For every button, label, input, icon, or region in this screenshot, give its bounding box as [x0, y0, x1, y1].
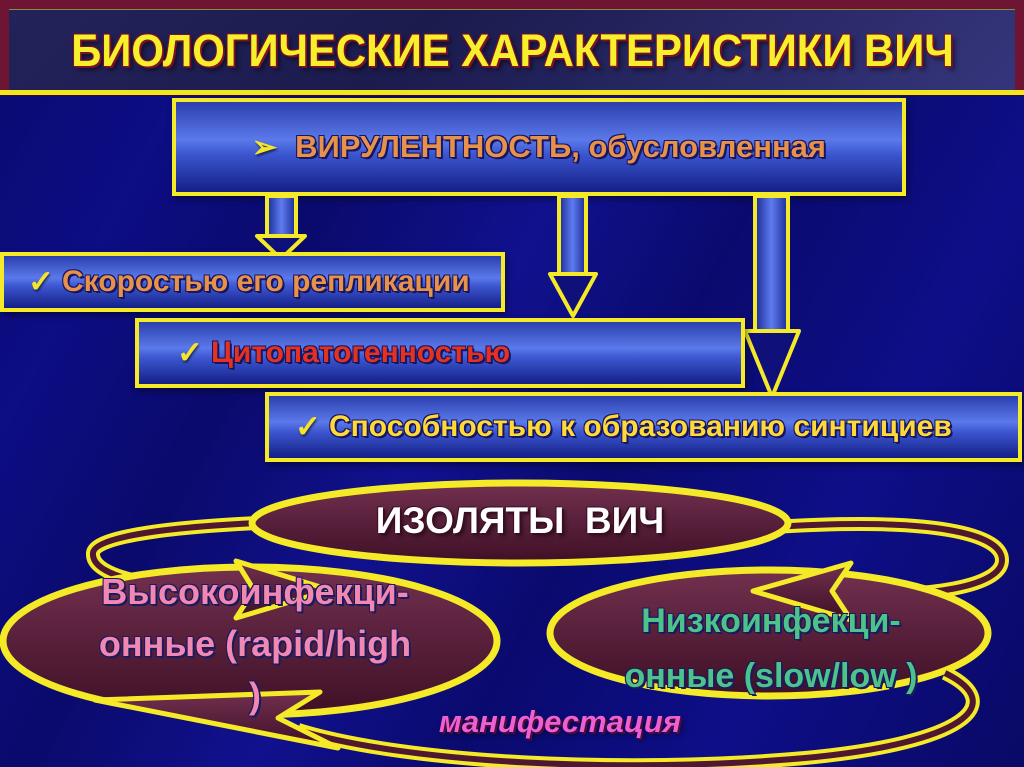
check-icon: ✓: [177, 335, 203, 370]
high-infectious-line2: онные (rapid/high: [98, 623, 412, 664]
factor-box-cytopathogenicity: ✓ Цитопатогенностью: [135, 318, 745, 388]
title-divider: [0, 90, 1024, 95]
high-infectious-line1: Высокоинфекци-: [101, 571, 409, 612]
virulence-label: ВИРУЛЕНТНОСТЬ, обусловленная: [295, 129, 827, 164]
factor-label-cytopathogenicity: Цитопатогенностью: [210, 336, 511, 369]
title-bar: БИОЛОГИЧЕСКИЕ ХАРАКТЕРИСТИКИ ВИЧ: [9, 9, 1015, 91]
low-infectious-label: Низкоинфекци- онные (slow/low ): [553, 594, 989, 704]
low-infectious-line2: онные (slow/low ): [624, 657, 918, 695]
factor-label-replication: Скоростью его репликации: [61, 265, 470, 298]
factor-label-syncytia: Способностью к образованию синтициев: [328, 410, 952, 443]
check-icon: ✓: [295, 409, 321, 444]
connector-arrow-3: [743, 194, 801, 399]
arrow-bullet-icon: ➢: [251, 130, 278, 164]
factor-box-replication: ✓ Скоростью его репликации: [0, 252, 505, 312]
slide-frame-right: [1015, 0, 1024, 90]
connector-arrow-2: [548, 194, 598, 318]
slide-frame-top: [0, 0, 1024, 9]
low-infectious-line1: Низкоинфекци-: [641, 602, 901, 640]
virulence-box: ➢ ВИРУЛЕНТНОСТЬ, обусловленная: [172, 98, 906, 196]
cycle-arrow-right-band: [774, 517, 1010, 602]
high-infectious-label: Высокоинфекци- онные (rapid/high ): [15, 566, 495, 722]
factor-box-syncytia: ✓ Способностью к образованию синтициев: [265, 392, 1022, 462]
manifestation-label: манифестация: [438, 704, 682, 739]
high-infectious-line3: ): [249, 675, 261, 716]
slide-frame-left: [0, 0, 9, 90]
check-icon: ✓: [28, 264, 54, 299]
slide-title: БИОЛОГИЧЕСКИЕ ХАРАКТЕРИСТИКИ ВИЧ: [70, 24, 954, 76]
isolates-label: ИЗОЛЯТЫ ВИЧ: [375, 500, 665, 541]
connector-arrow-1: [255, 194, 307, 261]
